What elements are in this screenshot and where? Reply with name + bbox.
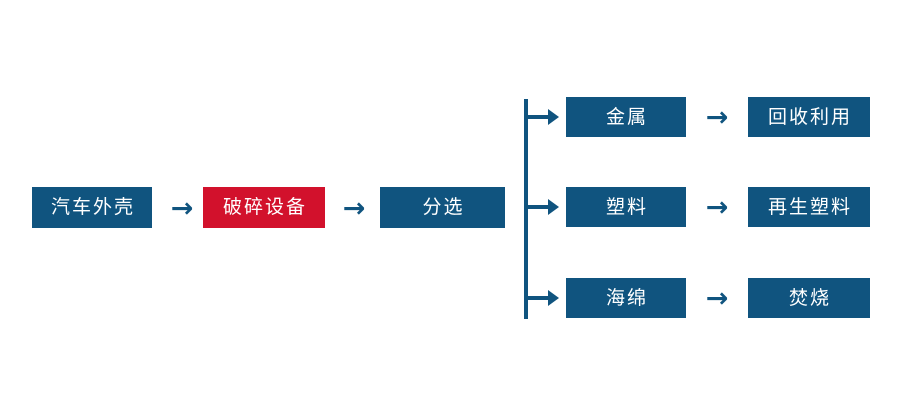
node-label: 金属 [605,106,648,128]
arrow-glyph: → [342,192,366,224]
arrow-shell-to-crusher: → [165,193,199,223]
node-label: 汽车外壳 [50,197,135,218]
arrow-crusher-to-sorting: → [337,193,371,223]
arrow-glyph: → [705,191,729,223]
node-label: 焚烧 [788,287,831,309]
arrow-sponge-to-incineration: → [700,284,734,312]
branch-stem-1 [528,115,550,119]
arrow-metal-to-recycle: → [700,103,734,131]
branch-stem-3 [528,296,550,300]
arrow-glyph: → [705,101,729,133]
branch-arrow-head-2 [548,199,559,215]
node-material-plastic[interactable]: 塑料 [566,187,686,227]
node-label: 再生塑料 [767,196,852,218]
node-vehicle-shell[interactable]: 汽车外壳 [32,187,152,228]
node-outcome-incineration[interactable]: 焚烧 [748,278,870,318]
branch-arrow-head-1 [548,109,559,125]
node-label: 回收利用 [767,106,852,128]
node-outcome-regenerated-plastic[interactable]: 再生塑料 [748,187,870,227]
branch-stem-2 [528,205,550,209]
node-material-metal[interactable]: 金属 [566,97,686,137]
branch-bus-line [524,99,528,319]
node-label: 塑料 [605,196,648,218]
branch-arrow-head-3 [548,290,559,306]
node-material-sponge[interactable]: 海绵 [566,278,686,318]
node-label: 分选 [422,197,465,218]
node-sorting[interactable]: 分选 [380,187,505,228]
node-crushing-equipment[interactable]: 破碎设备 [203,187,325,228]
node-outcome-recycle[interactable]: 回收利用 [748,97,870,137]
arrow-plastic-to-regenerated: → [700,193,734,221]
arrow-glyph: → [170,192,194,224]
node-label: 海绵 [605,287,648,309]
node-label: 破碎设备 [222,197,307,218]
arrow-glyph: → [705,282,729,314]
